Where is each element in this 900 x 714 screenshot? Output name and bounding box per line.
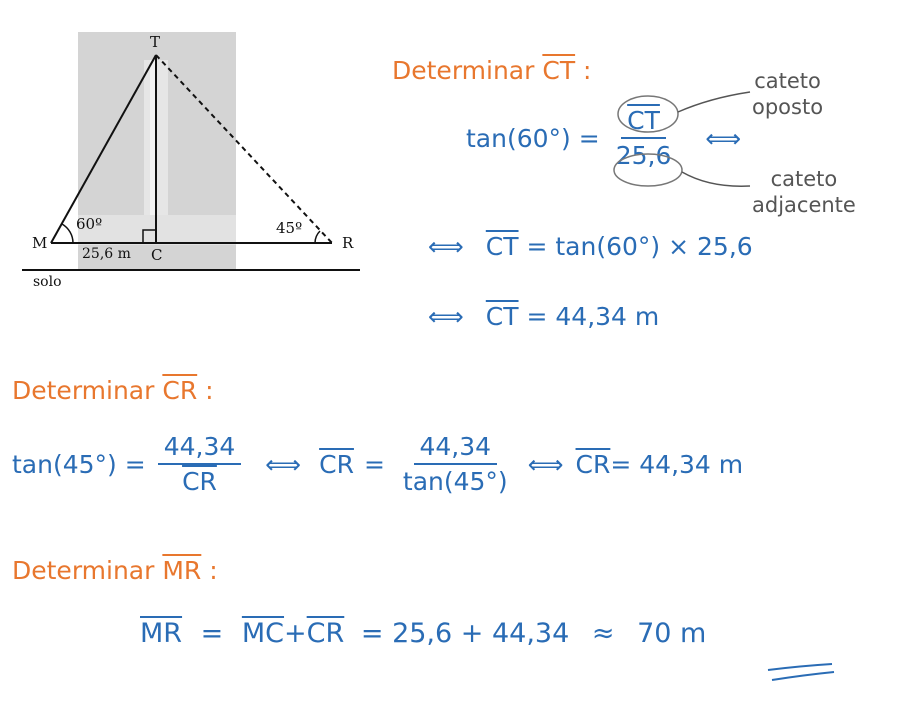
label-length-mc: 25,6 m: [82, 246, 131, 262]
fraction-44-34-over-tan45: 44,34 tan(45°): [402, 432, 508, 496]
label-c: C: [151, 246, 163, 264]
section2-heading: Determinar CR :: [12, 376, 214, 405]
section1-heading: Determinar CT :: [392, 56, 592, 85]
note-adjacent: cateto adjacente: [752, 167, 856, 217]
section1-line2: ⟺ CT = tan(60°) × 25,6: [428, 232, 753, 261]
side-tr: [155, 54, 333, 244]
angle-arc-r: [314, 230, 321, 244]
section3-equation: MR = MC+CR = 25,6 + 44,34 ≈ 70 m: [140, 618, 707, 649]
annotation-arrows: [613, 91, 751, 187]
section2-equation: tan(45°) = 44,34 CR ⟺ CR = 44,34 tan(45°…: [12, 432, 744, 496]
final-result: 70 m: [637, 618, 707, 649]
label-r: R: [342, 234, 354, 252]
triangle-diagram: [22, 32, 360, 271]
fraction-44-34-over-cr: 44,34 CR: [157, 432, 242, 496]
section1-line3: ⟺ CT = 44,34 m: [428, 302, 660, 331]
fraction-ct-over-25-6: CT 25,6: [615, 106, 672, 170]
tan60-lhs: tan(60°) =: [466, 123, 600, 153]
note-opposite: cateto oposto: [752, 69, 824, 119]
section3-heading: Determinar MR :: [12, 556, 218, 585]
label-ground: solo: [33, 274, 62, 290]
iff-symbol: ⟺: [705, 123, 742, 153]
angle-arc-m: [61, 223, 74, 244]
result-double-underline: [767, 663, 835, 681]
right-angle-marker: [142, 229, 157, 244]
side-mt: [50, 54, 157, 244]
label-m: M: [32, 234, 48, 252]
label-angle-r: 45º: [276, 219, 303, 237]
section1-equation: tan(60°) = CT 25,6 ⟺: [466, 106, 741, 170]
label-angle-m: 60º: [76, 215, 103, 233]
label-t: T: [150, 33, 161, 51]
